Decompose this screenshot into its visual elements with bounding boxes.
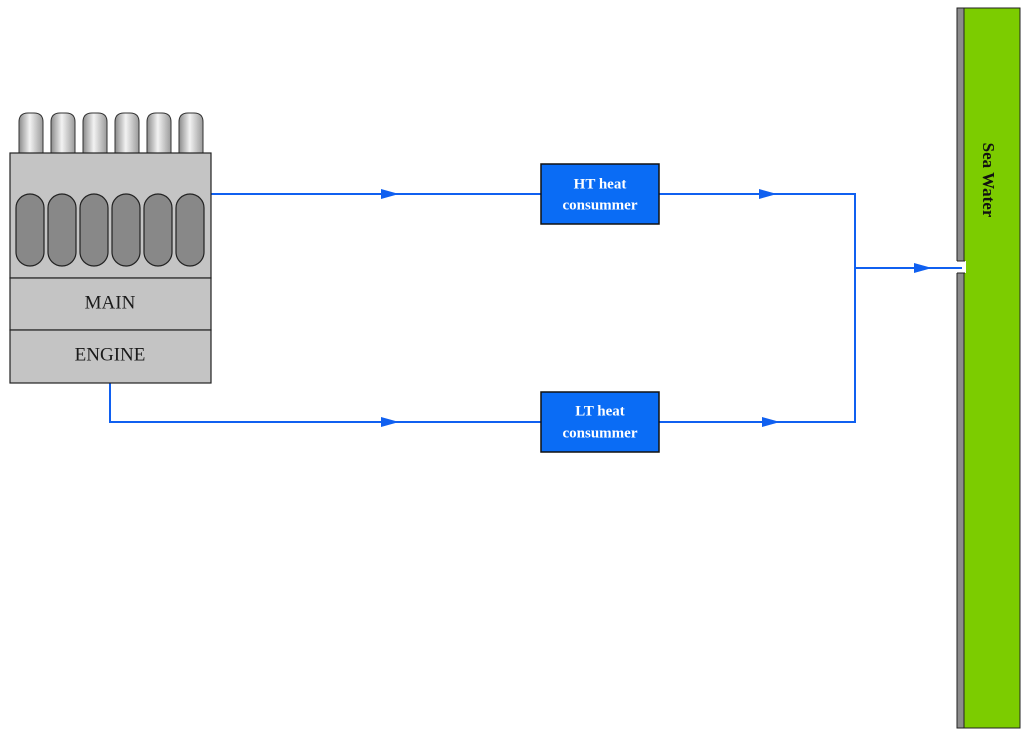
lt-pipe-out (109, 383, 541, 423)
lt-consumer-box (540, 391, 660, 453)
arrow-icon (381, 417, 399, 427)
valve-icon (18, 112, 44, 154)
lt-consumer-label-line2: consummer (563, 425, 638, 441)
lt-heat-consumer: LT heat consummer (540, 391, 660, 453)
cylinder-icon (111, 193, 141, 267)
ht-consumer-label-line2: consummer (563, 197, 638, 213)
cylinder-icon (79, 193, 109, 267)
lt-pipe-return (659, 268, 856, 423)
valve-icon (82, 112, 108, 154)
sea-water-body (963, 7, 1021, 729)
valve-icon (146, 112, 172, 154)
pipes (109, 193, 962, 423)
flow-arrows (381, 189, 932, 427)
cylinder-icon (143, 193, 173, 267)
arrow-icon (762, 417, 780, 427)
cylinder-icon (47, 193, 77, 267)
ht-pipe-return (659, 193, 962, 269)
lt-consumer-label-line1: LT heat (575, 403, 625, 419)
arrow-icon (759, 189, 777, 199)
sea-water-wall (956, 7, 965, 729)
arrow-icon (381, 189, 399, 199)
engine-label-main: MAIN (85, 292, 136, 313)
valve-icon (178, 112, 204, 154)
engine-cylinders (15, 193, 205, 267)
valve-icon (50, 112, 76, 154)
engine-label-engine: ENGINE (75, 344, 146, 365)
arrow-icon (914, 263, 932, 273)
valve-icon (114, 112, 140, 154)
sea-water-label: Sea Water (979, 143, 998, 218)
ht-consumer-box (540, 163, 660, 225)
ht-heat-consumer: HT heat consummer (540, 163, 660, 225)
engine-label-panel-top (9, 277, 212, 331)
engine-valves (18, 112, 204, 154)
main-engine: MAIN ENGINE (9, 152, 212, 384)
cylinder-icon (175, 193, 205, 267)
sea-water-tank: Sea Water (956, 7, 1021, 729)
cylinder-icon (15, 193, 45, 267)
engine-label-panel-bottom (9, 329, 212, 384)
ht-consumer-label-line1: HT heat (574, 176, 627, 192)
